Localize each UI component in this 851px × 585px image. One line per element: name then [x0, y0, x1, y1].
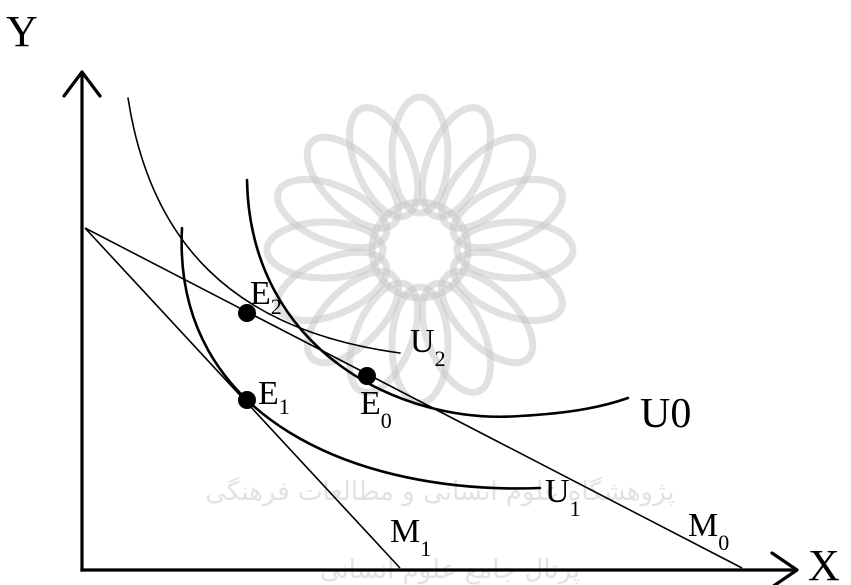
- point-e1: [238, 391, 256, 409]
- watermark-petal: [438, 268, 537, 367]
- watermark-petal: [388, 283, 452, 407]
- watermark-seal: پژوهشگاه علوم انسانی و مطالعات فرهنگی پر…: [205, 93, 675, 585]
- watermark-petal: [418, 279, 494, 396]
- budget-line-m0: [84, 227, 743, 569]
- x-axis-label: X: [808, 541, 840, 585]
- watermark-petal: [263, 218, 387, 282]
- watermark-petal: [346, 279, 422, 396]
- label-e0: E0: [360, 385, 392, 433]
- x-axis-arrow: [770, 551, 799, 585]
- watermark-petal: [274, 248, 391, 324]
- point-e2: [238, 304, 256, 322]
- indifference-curve-u1: [180, 226, 542, 490]
- label-m0: M0: [688, 507, 729, 555]
- watermark-petal: [453, 218, 577, 282]
- diagram-labels: E2 E1 E0 U2 U0 U1 M1 M0: [250, 275, 729, 561]
- watermark-petal: [418, 104, 494, 221]
- watermark-center: [368, 198, 472, 302]
- watermark-petal: [303, 133, 402, 232]
- point-e0: [358, 367, 376, 385]
- label-u2: U2: [410, 323, 446, 371]
- indifference-curve-u2: [127, 97, 401, 354]
- label-m1: M1: [390, 513, 431, 561]
- axes: Y X: [6, 7, 840, 585]
- watermark-petal: [438, 133, 537, 232]
- label-e2: E2: [250, 275, 282, 319]
- watermark-text-line-1: پژوهشگاه علوم انسانی و مطالعات فرهنگی: [205, 476, 674, 507]
- watermark-petal: [449, 176, 566, 252]
- y-axis-arrow: [62, 70, 102, 98]
- indifference-curves: [127, 97, 630, 490]
- indifference-curve-u0: [245, 178, 630, 419]
- y-axis-label: Y: [6, 7, 38, 56]
- watermark-petal: [346, 104, 422, 221]
- watermark-petal: [274, 176, 391, 252]
- equilibrium-points: [238, 304, 376, 409]
- watermark-petal: [303, 268, 402, 367]
- watermark-petal: [388, 93, 452, 217]
- watermark-petal: [449, 248, 566, 324]
- label-e1: E1: [258, 375, 290, 419]
- label-u1: U1: [545, 473, 581, 521]
- label-u0: U0: [640, 391, 691, 437]
